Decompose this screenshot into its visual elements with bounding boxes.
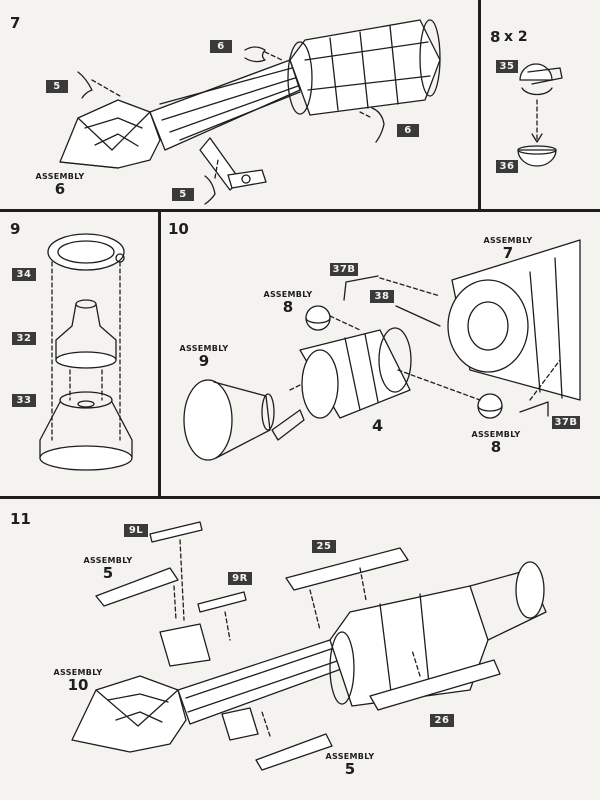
assembly-label-8-bottom: ASSEMBLY 8 [471, 430, 521, 456]
part-tag-6-upper: 6 [210, 40, 232, 53]
full-ship-drawing [72, 522, 546, 770]
divider-h-top [0, 209, 600, 212]
ship-assembly-7-drawing [60, 20, 440, 204]
step-8-quantity: x 2 [504, 29, 528, 45]
part-tag-33: 33 [12, 394, 36, 407]
assembly-label-5-top: ASSEMBLY 5 [83, 556, 133, 582]
part-tag-36: 36 [496, 160, 518, 173]
assembly-label-6: ASSEMBLY 6 [35, 172, 85, 198]
part-tag-38: 38 [370, 290, 394, 303]
step-number-11: 11 [10, 510, 31, 528]
part-number-4: 4 [372, 416, 384, 435]
step-number-10: 10 [168, 220, 189, 238]
assembly-label-5-bottom: ASSEMBLY 5 [325, 752, 375, 778]
engine-parts-drawing [40, 234, 132, 470]
assembly-label-10: ASSEMBLY 10 [53, 668, 103, 694]
divider-v-top [478, 0, 481, 210]
part-tag-5-left: 5 [46, 80, 68, 93]
part-tag-26: 26 [430, 714, 454, 727]
step-number-8: 8 [490, 28, 501, 46]
part-tag-6-right: 6 [397, 124, 419, 137]
step-number-9: 9 [10, 220, 21, 238]
part-tag-35: 35 [496, 60, 518, 73]
part-tag-9r: 9R [228, 572, 252, 585]
part-tag-32: 32 [12, 332, 36, 345]
divider-v-mid [158, 210, 161, 498]
divider-h-mid [0, 496, 600, 499]
assembly-label-8-top: ASSEMBLY 8 [263, 290, 313, 316]
part-tag-37b-top: 37B [330, 263, 358, 276]
part-tag-25: 25 [312, 540, 336, 553]
assembly-label-9: ASSEMBLY 9 [179, 344, 229, 370]
part-tag-9l: 9L [124, 524, 148, 537]
part-tag-5-lower: 5 [172, 188, 194, 201]
sphere-parts-drawing [518, 64, 562, 166]
step-number-7: 7 [10, 14, 21, 32]
assembly-label-7: ASSEMBLY 7 [483, 236, 533, 262]
part-tag-34: 34 [12, 268, 36, 281]
part-tag-37b-right: 37B [552, 416, 580, 429]
command-module-drawing [184, 240, 580, 460]
